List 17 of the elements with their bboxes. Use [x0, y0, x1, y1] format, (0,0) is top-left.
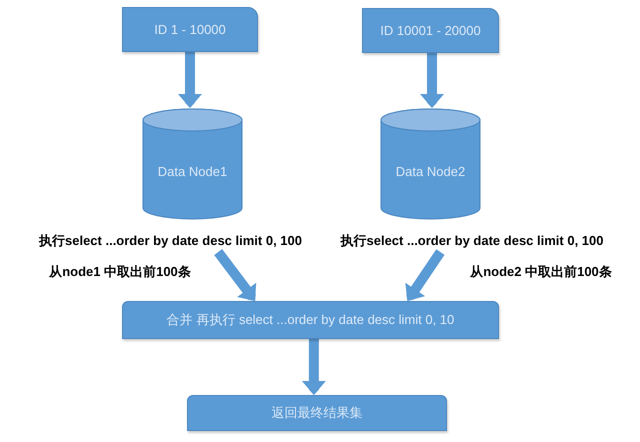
process-box [122, 7, 258, 52]
node-label: ID 1 - 10000 [154, 20, 226, 39]
arrow [302, 339, 326, 395]
arrow [214, 249, 258, 301]
process-box [122, 301, 499, 339]
arrow [178, 52, 202, 108]
process-box [362, 8, 499, 53]
process-box [187, 395, 447, 431]
node-label: ID 10001 - 20000 [380, 22, 481, 40]
arrow [404, 249, 445, 301]
node-label: 返回最终结果集 [272, 404, 362, 422]
node-label: 合并 再执行 select ...order by date desc limit 0, 10 [166, 311, 454, 330]
node-label: Data Node2 [396, 164, 466, 180]
node-label: Data Node1 [158, 164, 228, 180]
step-caption: 执行select ...order by date desc limit 0, 100 [340, 232, 604, 250]
arrow [420, 53, 444, 108]
step-caption: 执行select ...order by date desc limit 0, 100 [39, 232, 302, 250]
